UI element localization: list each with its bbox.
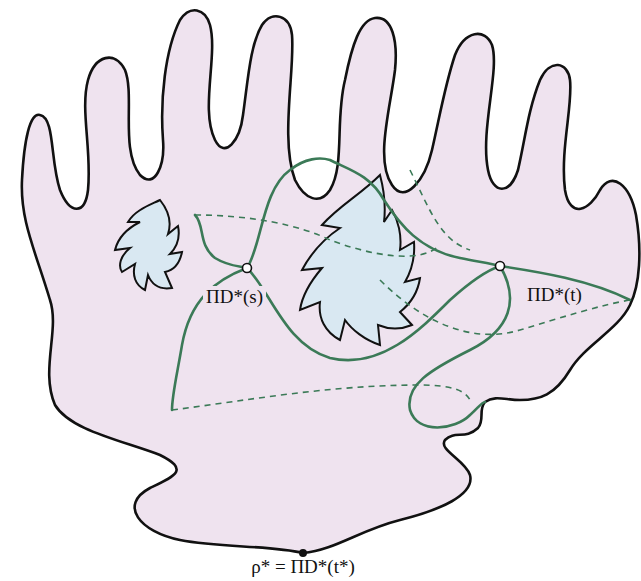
dashed-geodesic	[410, 170, 470, 250]
geodesic	[247, 159, 500, 268]
geodesic	[195, 215, 247, 268]
geodesic-curves	[172, 159, 630, 428]
point-t	[496, 262, 505, 271]
root-point	[299, 549, 307, 557]
hidden-curves	[172, 170, 630, 410]
dashed-geodesic	[380, 280, 630, 334]
geodesic	[247, 266, 500, 360]
dashed-geodesic	[195, 215, 440, 256]
region-outline	[22, 10, 640, 553]
projection-label: ΠD*(s)	[203, 286, 266, 309]
hole-left	[115, 200, 182, 290]
geodesic	[409, 266, 510, 428]
root-label: ρ* = ΠD*(t*)	[248, 556, 358, 579]
hole-middle	[300, 175, 420, 345]
projection-label: ΠD*(t)	[524, 284, 585, 307]
point-s	[243, 264, 252, 273]
dashed-geodesic	[172, 385, 470, 410]
